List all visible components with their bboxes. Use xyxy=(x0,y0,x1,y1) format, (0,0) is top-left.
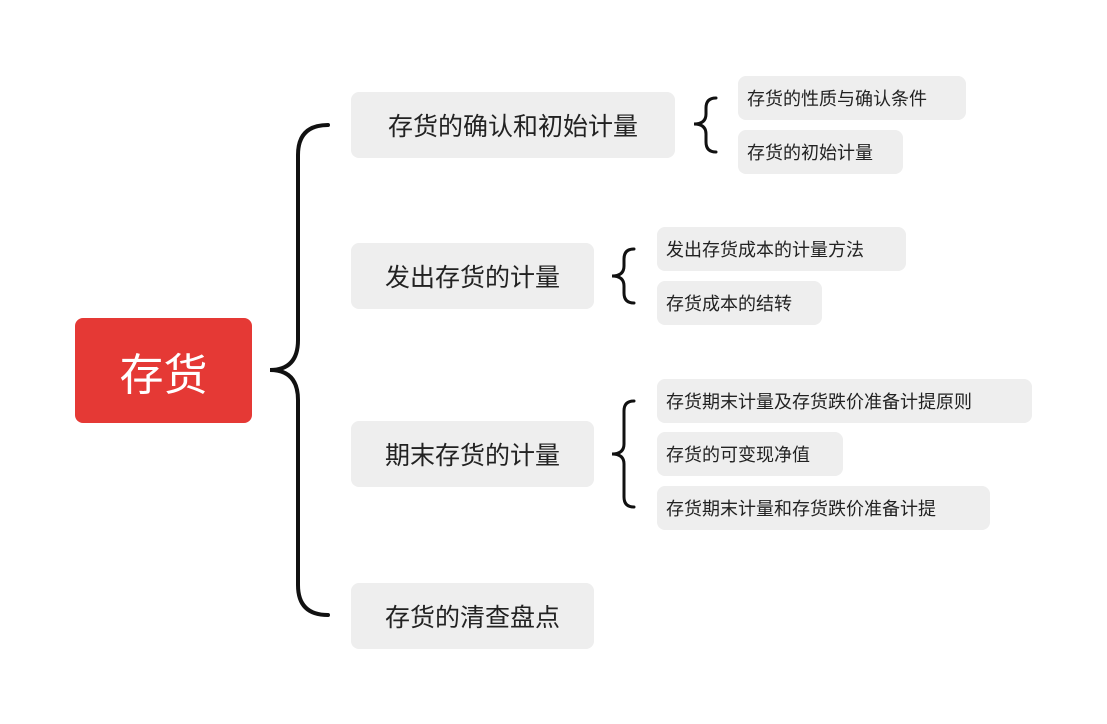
branch-label: 发出存货的计量 xyxy=(384,263,560,292)
leaf-node-3-3[interactable]: 存货期末计量和存货跌价准备计提 xyxy=(657,486,990,530)
branch-label: 期末存货的计量 xyxy=(384,441,560,470)
branch-label: 存货的确认和初始计量 xyxy=(387,112,638,141)
branch-label: 存货的清查盘点 xyxy=(384,603,560,632)
leaf-label: 存货的性质与确认条件 xyxy=(747,89,927,110)
leaf-node-1-1[interactable]: 存货的性质与确认条件 xyxy=(738,76,966,120)
leaf-label: 发出存货成本的计量方法 xyxy=(666,240,864,261)
root-node[interactable]: 存货 xyxy=(75,318,252,423)
main-brace xyxy=(269,123,330,617)
leaf-node-3-1[interactable]: 存货期末计量及存货跌价准备计提原则 xyxy=(657,379,1032,423)
branch-node-3[interactable]: 期末存货的计量 xyxy=(351,421,594,487)
branch-node-1[interactable]: 存货的确认和初始计量 xyxy=(351,92,675,158)
leaf-label: 存货期末计量和存货跌价准备计提 xyxy=(666,499,936,520)
brace-branch-1 xyxy=(693,96,718,154)
leaf-label: 存货成本的结转 xyxy=(666,294,792,315)
leaf-node-2-1[interactable]: 发出存货成本的计量方法 xyxy=(657,227,906,271)
root-label: 存货 xyxy=(119,349,208,401)
leaf-label: 存货的初始计量 xyxy=(747,143,873,164)
leaf-node-1-2[interactable]: 存货的初始计量 xyxy=(738,130,903,174)
branch-node-4[interactable]: 存货的清查盘点 xyxy=(351,583,594,649)
leaf-node-3-2[interactable]: 存货的可变现净值 xyxy=(657,432,843,476)
leaf-node-2-2[interactable]: 存货成本的结转 xyxy=(657,281,822,325)
leaf-label: 存货的可变现净值 xyxy=(666,445,810,466)
brace-branch-3 xyxy=(611,399,636,509)
leaf-label: 存货期末计量及存货跌价准备计提原则 xyxy=(666,392,972,413)
brace-branch-2 xyxy=(611,247,636,305)
branch-node-2[interactable]: 发出存货的计量 xyxy=(351,243,594,309)
